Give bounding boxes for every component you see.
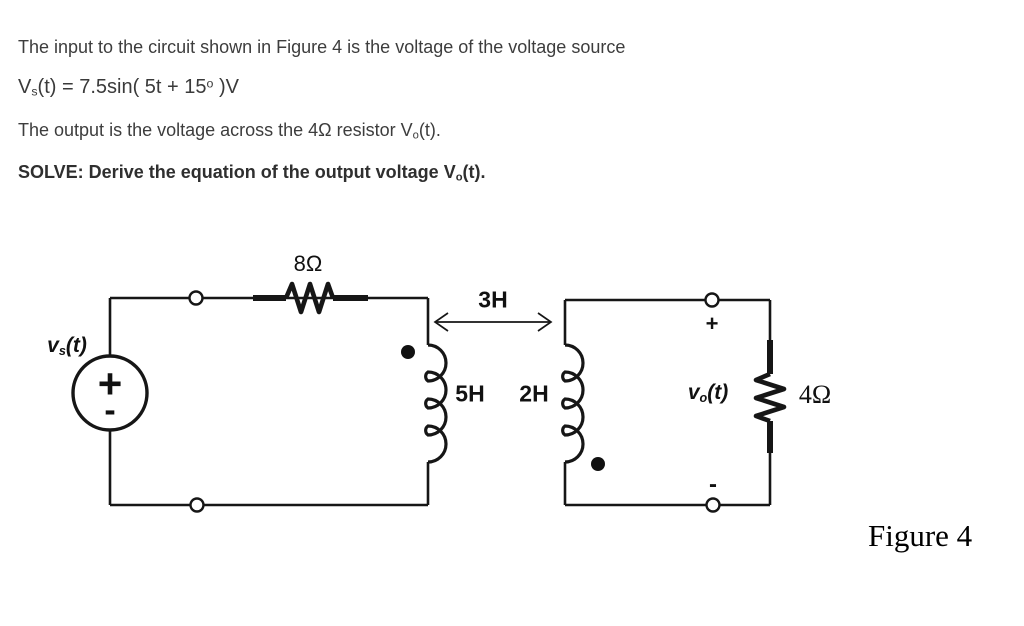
resistor-8ohm-icon <box>253 281 368 315</box>
vs-label-subscript: s <box>58 344 66 359</box>
secondary-loop-wires <box>563 298 772 507</box>
resistor-8ohm-label: 8Ω <box>293 251 323 276</box>
voltage-source-icon <box>71 354 149 432</box>
output-minus-sign: - <box>709 471 717 498</box>
source-minus-sign: - <box>104 391 116 430</box>
polarity-dots <box>401 345 605 471</box>
line3-part: The output is the voltage across the 4Ω … <box>18 120 413 140</box>
problem-line-3: The output is the voltage across the 4Ω … <box>18 120 441 143</box>
inductor-5h-icon <box>424 343 448 464</box>
line4-subscript: o <box>455 171 463 184</box>
problem-equation: Vs(t) = 7.5sin( 5t + 15o )V <box>18 75 239 100</box>
line4-part: SOLVE: Derive the equation of the output… <box>18 162 456 182</box>
equation-part: V <box>18 76 32 98</box>
equation-part: (t) = 7.5sin( 5t + 15 <box>37 76 207 98</box>
vs-label-part: v <box>47 333 59 357</box>
problem-solve-line: SOLVE: Derive the equation of the output… <box>18 162 486 185</box>
terminal-nodes <box>188 290 721 513</box>
inductor-5h-label: 5H <box>455 380 485 407</box>
vo-label-subscript: o <box>699 391 708 406</box>
primary-loop-wires <box>108 296 430 507</box>
line3-part: (t). <box>418 120 441 140</box>
equation-subscript: s <box>31 84 38 99</box>
vo-label-part: v <box>687 380 700 404</box>
inductor-2h-label: 2H <box>519 380 549 407</box>
mutual-inductance-arrow <box>433 312 553 332</box>
resistor-4ohm-icon <box>753 340 787 453</box>
line3-subscript: o <box>412 129 419 142</box>
mutual-inductance-label: 3H <box>478 286 508 313</box>
resistor-4ohm-label: 4Ω <box>798 380 832 409</box>
inductor-2h-icon <box>561 343 585 464</box>
vs-label-part: (t) <box>65 333 87 357</box>
source-voltage-label: vs(t) <box>47 334 87 358</box>
output-voltage-label: vo(t) <box>688 381 728 405</box>
equation-degree: o <box>206 76 214 91</box>
source-plus-sign: + <box>97 360 123 407</box>
problem-line-1: The input to the circuit shown in Figure… <box>18 37 626 57</box>
line4-part: (t). <box>462 162 486 182</box>
output-plus-sign: + <box>705 311 719 336</box>
figure-caption: Figure 4 <box>868 518 973 553</box>
vo-label-part: (t) <box>707 380 729 404</box>
equation-part: )V <box>213 76 239 98</box>
